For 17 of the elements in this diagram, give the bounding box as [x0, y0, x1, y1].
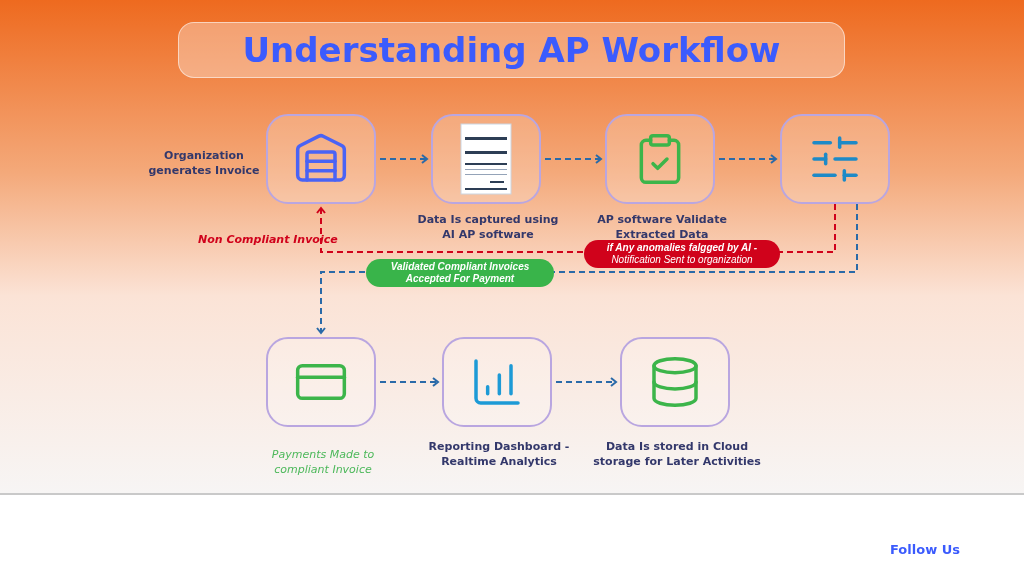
icon-box	[780, 114, 890, 204]
edge-label: Validated Compliant Invoices Accepted For Payment	[366, 259, 554, 287]
edge-label: if Any anomalies falgged by AI - Notification Sent to organization	[584, 240, 780, 268]
dashed-arrow	[555, 377, 617, 387]
node-caption: AP software Validate Extracted Data	[596, 212, 728, 242]
flow-label: Non Compliant Invoice	[198, 232, 338, 248]
dashed-arrow	[544, 154, 602, 164]
footer-text: Follow Us	[890, 541, 960, 559]
node-caption: Reporting Dashboard - Realtime Analytics	[427, 439, 571, 469]
node-caption: Payments Made to compliant Invoice	[270, 447, 376, 477]
dashed-arrow	[379, 377, 439, 387]
title: Understanding AP Workflow	[242, 28, 781, 72]
node-caption: Data Is captured using AI AP software	[416, 212, 560, 242]
dashed-arrow	[379, 154, 428, 164]
node-caption: Data Is stored in Cloud storage for Later Activities	[592, 439, 762, 469]
dashed-arrow	[718, 154, 777, 164]
node-caption: Organization generates Invoice	[148, 148, 260, 178]
